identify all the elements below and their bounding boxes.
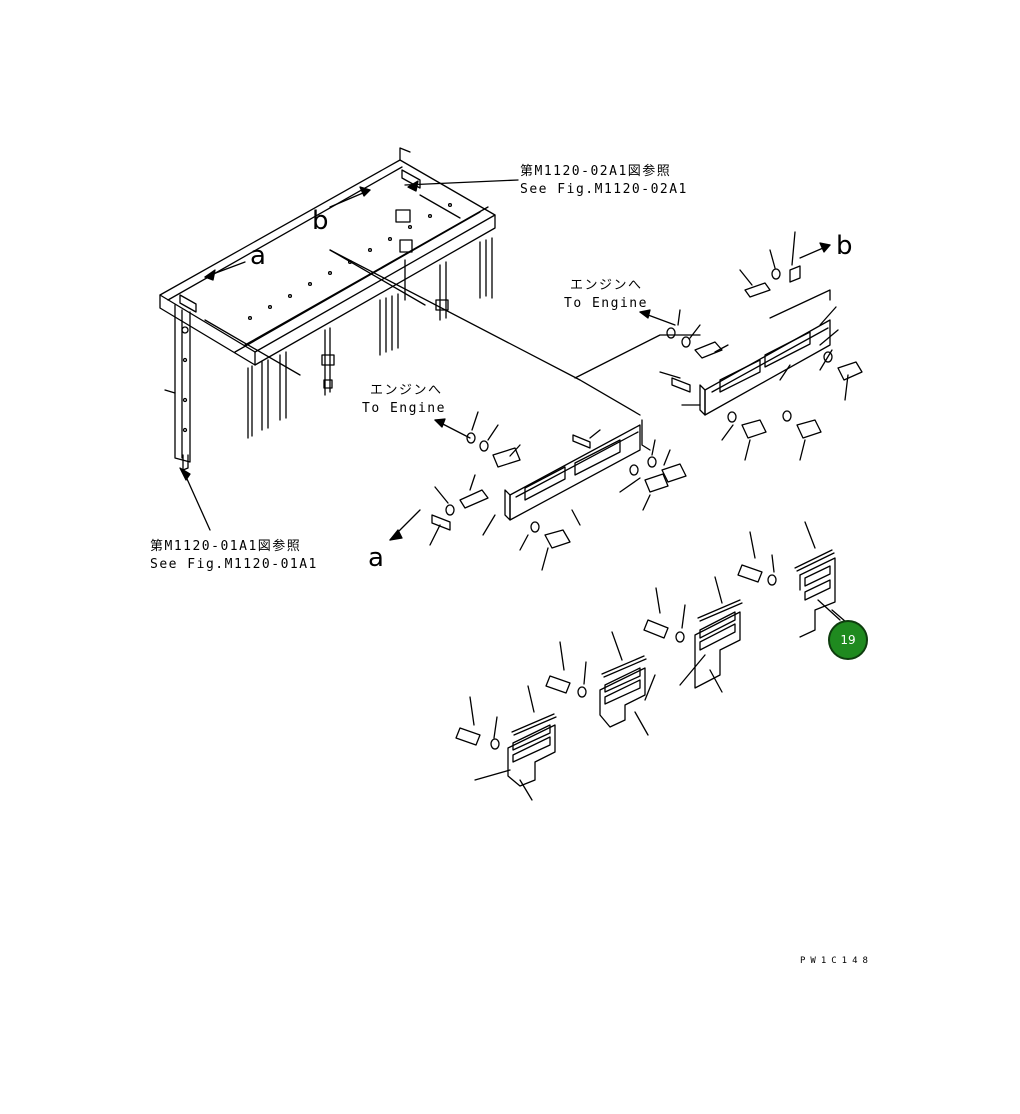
bottom-ref-en: See Fig.M1120-01A1 <box>150 557 318 572</box>
callout-badge[interactable]: 19 <box>828 620 868 660</box>
right-bracket-assembly <box>659 231 863 461</box>
top-ref-en: See Fig.M1120-02A1 <box>520 182 688 197</box>
leader-lines <box>179 179 519 531</box>
bottom-ref-ja: 第M1120-01A1図参照 <box>150 539 302 554</box>
frame-assembly <box>159 147 701 471</box>
engine-label-right-en: To Engine <box>564 296 648 311</box>
marker-b-right: b <box>836 231 853 261</box>
marker-b-top: b <box>312 206 329 236</box>
top-ref-ja: 第M1120-02A1図参照 <box>520 164 672 179</box>
left-bracket-assembly <box>429 411 687 571</box>
marker-a-left: a <box>368 543 384 573</box>
engine-label-left-en: To Engine <box>362 401 446 416</box>
drawing-code: PW1C148 <box>800 956 873 966</box>
arrow-markers <box>204 186 831 541</box>
engine-label-left-ja: エンジンへ <box>370 383 443 398</box>
lower-plates <box>455 521 841 801</box>
engine-label-right-ja: エンジンへ <box>570 278 643 293</box>
marker-a-top: a <box>250 241 266 271</box>
